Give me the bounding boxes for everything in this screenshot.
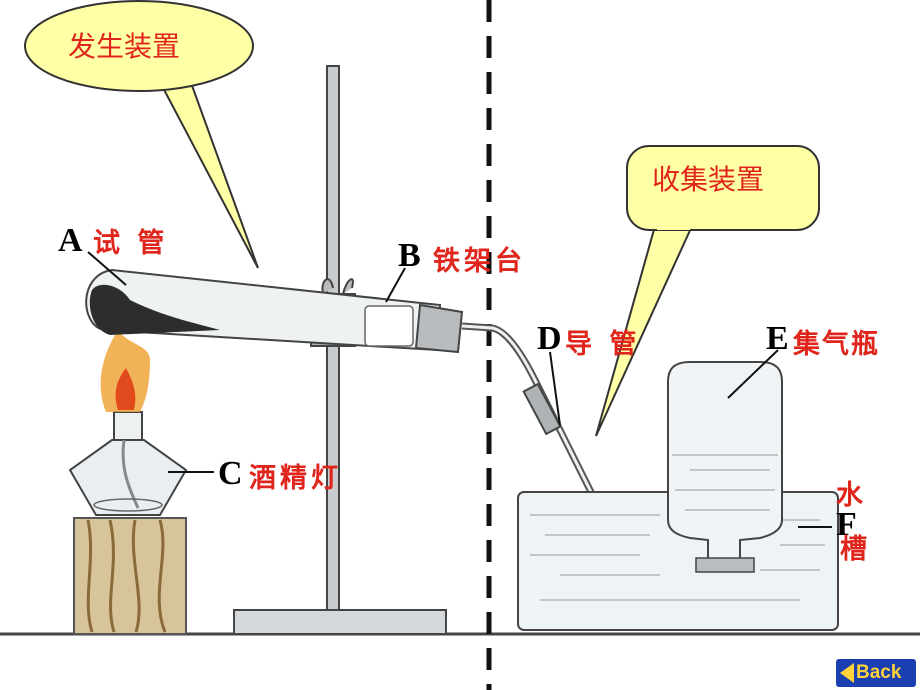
label-F-letter: F	[836, 506, 857, 543]
label-C-letter: C	[218, 455, 243, 492]
iron-stand	[233, 65, 447, 635]
bubble-generation	[24, 0, 259, 269]
leader-line-A	[87, 251, 127, 286]
label-D-letter: D	[537, 320, 562, 357]
wood-block	[73, 517, 187, 635]
left-triangle-icon	[840, 663, 854, 683]
flame	[100, 330, 150, 412]
label-trough-line1: 水	[836, 480, 867, 511]
label-alcohol-lamp: 酒精灯	[249, 463, 342, 494]
back-button-label: Back	[856, 662, 902, 683]
alcohol-lamp	[68, 411, 188, 516]
label-E-letter: E	[766, 320, 789, 357]
bubble-generation-text: 发生装置	[68, 30, 181, 63]
back-button[interactable]: Back	[836, 659, 916, 687]
test-tube	[85, 268, 464, 354]
leader-line-B	[385, 267, 406, 303]
bubble-collection	[595, 145, 820, 437]
gas-collecting-bottle	[667, 361, 783, 573]
label-trough-line2: 槽	[840, 534, 871, 565]
label-delivery-tube: 导 管	[565, 329, 641, 360]
bubble-collection-text: 收集装置	[652, 163, 765, 196]
leader-line-E	[727, 349, 779, 399]
label-iron-stand: 铁架台	[433, 246, 526, 277]
leader-line-D	[549, 351, 561, 426]
label-A-letter: A	[58, 222, 83, 259]
label-gas-bottle: 集气瓶	[793, 329, 880, 360]
label-B-letter: B	[398, 237, 421, 274]
label-test-tube: 试 管	[93, 228, 169, 259]
